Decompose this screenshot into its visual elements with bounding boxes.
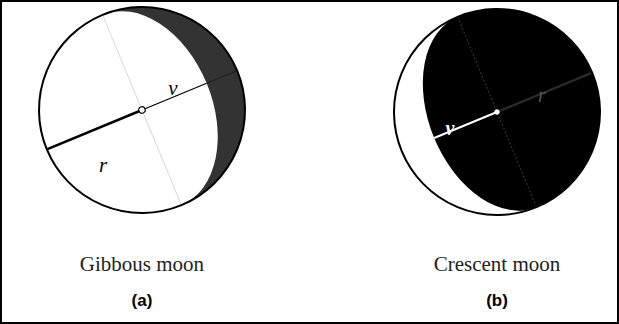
lit-side xyxy=(362,17,536,247)
terminator-axis xyxy=(103,15,182,205)
moon-disc xyxy=(362,2,619,247)
radius-line xyxy=(47,110,142,149)
dark-side xyxy=(103,2,277,205)
figure-caption: Crescent moon xyxy=(434,254,561,275)
moon-outline xyxy=(362,2,619,247)
figure-caption: Gibbous moon xyxy=(80,254,204,275)
panel-label: (b) xyxy=(486,292,508,309)
variable-label: r xyxy=(538,85,546,105)
variable-label: v xyxy=(168,78,177,99)
moon-disc xyxy=(7,2,276,245)
radius-line xyxy=(497,73,592,112)
v-line xyxy=(434,112,497,138)
panel-label: (a) xyxy=(132,292,153,309)
moon-outline xyxy=(7,2,276,245)
terminator-axis xyxy=(458,17,537,207)
v-line-dark xyxy=(207,71,237,84)
gibbous-moon xyxy=(7,2,276,245)
center-dot xyxy=(138,106,146,114)
variable-label: v xyxy=(446,118,455,138)
crescent-moon xyxy=(362,2,619,247)
variable-label: r xyxy=(99,155,107,176)
center-dot xyxy=(494,109,501,116)
